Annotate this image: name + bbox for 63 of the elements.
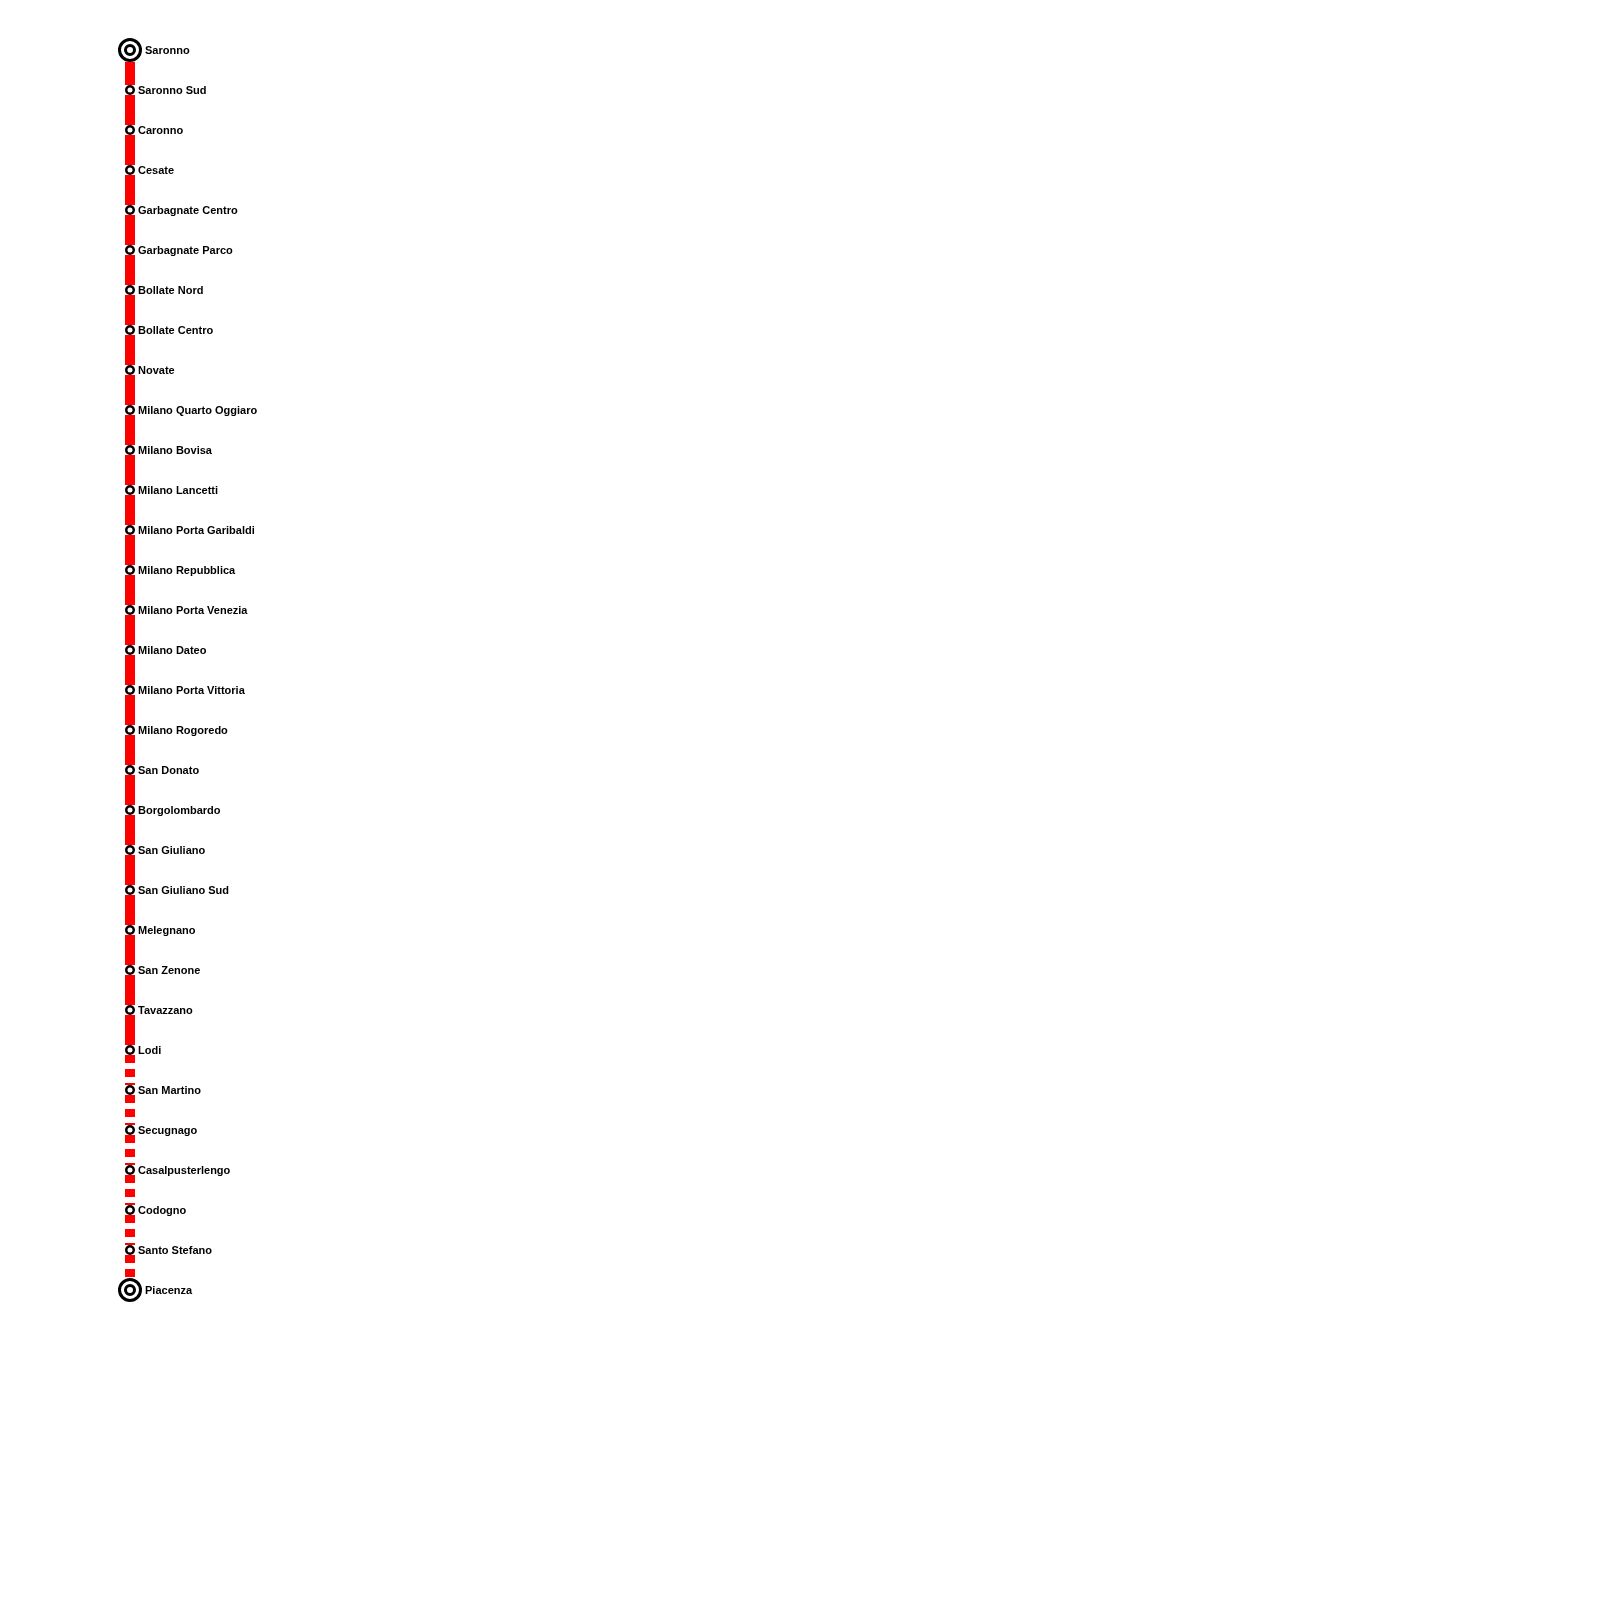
- rail-line: [125, 895, 135, 925]
- rail-line: [125, 1015, 135, 1045]
- station-name: Codogno: [138, 1203, 187, 1217]
- station-name: Garbagnate Parco: [138, 243, 233, 257]
- rail-line: [125, 855, 135, 885]
- rail-line: [125, 535, 135, 565]
- rail-line: [125, 255, 135, 285]
- station-name: Saronno: [145, 43, 190, 57]
- station-name: Melegnano: [138, 923, 196, 937]
- station-name: Saronno Sud: [138, 83, 207, 97]
- rail-line: [125, 215, 135, 245]
- station-name: San Zenone: [138, 963, 201, 977]
- station-name: Bollate Nord: [138, 283, 204, 297]
- station-name: Milano Porta Venezia: [138, 603, 248, 617]
- station-name: Cesate: [138, 163, 175, 177]
- station-name: Secugnago: [138, 1123, 198, 1137]
- station-name: San Martino: [138, 1083, 201, 1097]
- rail-line: [125, 1095, 135, 1125]
- station-name: Lodi: [138, 1043, 162, 1057]
- station-name: Milano Porta Garibaldi: [138, 523, 255, 537]
- station-name: Bollate Centro: [138, 323, 214, 337]
- rail-line: [125, 295, 135, 325]
- rail-line: [125, 775, 135, 805]
- station-name: Casalpusterlengo: [138, 1163, 231, 1177]
- station-name: Milano Rogoredo: [138, 723, 228, 737]
- station-name: Piacenza: [145, 1283, 193, 1297]
- rail-line: [125, 135, 135, 165]
- station-name: Milano Repubblica: [138, 563, 236, 577]
- rail-line: [125, 1215, 135, 1245]
- rail-line: [125, 175, 135, 205]
- rail-line: [125, 495, 135, 525]
- station-name: Borgolombardo: [138, 803, 221, 817]
- rail-line: [125, 1135, 135, 1165]
- rail-line: [125, 975, 135, 1005]
- rail-line: [125, 815, 135, 845]
- rail-line: [125, 935, 135, 965]
- station-name: Caronno: [138, 123, 184, 137]
- rail-line: [125, 335, 135, 365]
- station-name: San Donato: [138, 763, 200, 777]
- rail-line: [125, 735, 135, 765]
- station-name: San Giuliano: [138, 843, 206, 857]
- rail-line: [125, 575, 135, 605]
- station-name: San Giuliano Sud: [138, 883, 230, 897]
- rail-line: [125, 62, 135, 85]
- rail-line: [125, 1175, 135, 1205]
- rail-line: [125, 1255, 135, 1278]
- station-name: Milano Quarto Oggiaro: [138, 403, 258, 417]
- rail-line: [125, 1055, 135, 1085]
- rail-line: [125, 655, 135, 685]
- station-name: Milano Bovisa: [138, 443, 212, 457]
- rail-line: [125, 375, 135, 405]
- station-name: Santo Stefano: [138, 1243, 212, 1257]
- rail-line: [125, 695, 135, 725]
- station-name: Milano Porta Vittoria: [138, 683, 245, 697]
- rail-line: [125, 415, 135, 445]
- station-name: Tavazzano: [138, 1003, 193, 1017]
- station-name: Milano Dateo: [138, 643, 207, 657]
- rail-line: [125, 95, 135, 125]
- rail-line: [125, 455, 135, 485]
- station-name: Milano Lancetti: [138, 483, 219, 497]
- station-name: Garbagnate Centro: [138, 203, 238, 217]
- rail-line: [125, 615, 135, 645]
- station-name: Novate: [138, 363, 175, 377]
